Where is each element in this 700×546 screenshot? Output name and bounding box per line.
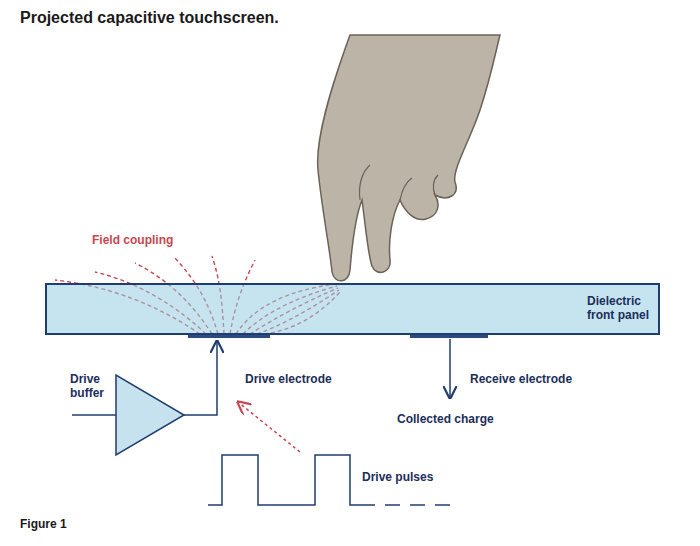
- field-label: Field coupling: [92, 233, 173, 247]
- pulse-train: [208, 455, 375, 505]
- output-wire: [184, 341, 217, 415]
- title: Projected capacitive touchscreen.: [20, 8, 279, 28]
- receive-wire: [449, 339, 451, 398]
- electrode-label: Receive electrode: [470, 372, 572, 386]
- signal-label: Drive pulses: [362, 470, 433, 484]
- hand: [318, 35, 500, 281]
- panel-label: Dielectric front panel: [587, 294, 649, 322]
- buffer-symbol: [116, 375, 184, 455]
- figure-number: Figure 1: [20, 517, 67, 531]
- finger-crease: [359, 165, 370, 200]
- finger-crease: [433, 175, 438, 195]
- finger-crease: [400, 178, 412, 200]
- buffer-label: Drive buffer: [70, 372, 114, 400]
- signal-label: Collected charge: [397, 412, 494, 426]
- pulse-continuation: [385, 504, 450, 506]
- input-wire: [72, 414, 116, 416]
- panel-band: Dielectric front panel: [45, 283, 660, 335]
- pointer-arrow: [238, 402, 300, 452]
- electrode-label: Drive electrode: [245, 372, 332, 386]
